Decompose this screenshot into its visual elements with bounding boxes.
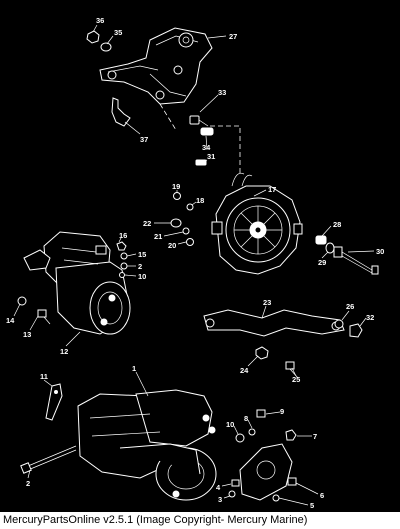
starter-nut-16[interactable]	[116, 241, 127, 251]
callout-23: 23	[263, 298, 271, 307]
callout-33: 33	[218, 88, 226, 97]
starter-nut-9[interactable]	[120, 262, 128, 270]
copyright-caption: MercuryPartsOnline v2.5.1 (Image Copyrig…	[0, 512, 400, 529]
callout-2: 2	[26, 479, 30, 488]
through-bolt-2[interactable]	[20, 445, 77, 474]
callout-16: 16	[119, 231, 127, 240]
terminal-nut-19[interactable]	[173, 192, 181, 200]
callout-1: 1	[132, 364, 136, 373]
bracket-nut-8[interactable]	[248, 428, 256, 436]
callout-36: 36	[96, 16, 104, 25]
callout-28: 28	[333, 220, 341, 229]
callout-14: 14	[6, 316, 15, 325]
callout-18: 18	[196, 196, 204, 205]
callout-5: 5	[310, 501, 314, 510]
callout-24: 24	[240, 366, 249, 375]
callout-3: 3	[218, 495, 222, 504]
starter-washer-14[interactable]	[17, 296, 27, 306]
leader-lines	[13, 24, 375, 506]
pivot-bolt-30[interactable]	[333, 246, 379, 275]
pivot-spacer-28[interactable]	[315, 235, 327, 245]
callout-20: 20	[168, 241, 176, 250]
callout-10: 10	[226, 420, 234, 429]
bracket-nut-7[interactable]	[285, 429, 297, 441]
bracket-bolt-9[interactable]	[256, 409, 266, 418]
callout-22: 22	[143, 219, 151, 228]
starter-bolt-13[interactable]	[37, 309, 51, 325]
strap-bolt-32[interactable]	[349, 323, 363, 338]
bracket-bolt-4[interactable]	[231, 479, 240, 487]
bracket-nut-36[interactable]	[86, 30, 100, 44]
bracket-washer-10[interactable]	[235, 433, 245, 443]
callout-11: 11	[40, 372, 48, 381]
callout-19: 19	[172, 182, 180, 191]
pivot-washer-29[interactable]	[325, 242, 335, 254]
callout-15: 15	[138, 250, 146, 259]
terminal-nut-22[interactable]	[170, 218, 182, 228]
alternator[interactable]	[211, 172, 303, 275]
shift-lever-11[interactable]	[45, 383, 63, 421]
strap-nut-24[interactable]	[255, 346, 269, 360]
callout-8: 8	[244, 414, 248, 423]
callout-34: 34	[202, 143, 211, 152]
callout-27: 27	[229, 32, 237, 41]
callout-7: 7	[313, 432, 317, 441]
strap-washer-26[interactable]	[334, 319, 344, 329]
callout-12: 12	[60, 347, 68, 356]
callout-17: 17	[268, 185, 276, 194]
bracket-clip-37[interactable]	[111, 97, 131, 127]
spacer-34[interactable]	[200, 127, 214, 136]
adjusting-strap[interactable]	[203, 309, 345, 337]
callout-9-upper: 2	[138, 262, 142, 271]
callout-30: 30	[376, 247, 384, 256]
starter-washer-15[interactable]	[120, 252, 128, 260]
strap-bolt-25[interactable]	[285, 361, 299, 379]
alternator-mounting-bracket[interactable]	[99, 27, 213, 105]
terminal-washer-20[interactable]	[186, 238, 194, 246]
callout-6: 6	[320, 491, 324, 500]
terminal-nut-21[interactable]	[182, 227, 190, 235]
terminal-washer-18[interactable]	[186, 203, 194, 211]
bracket-washer-35[interactable]	[100, 42, 112, 52]
callout-25: 25	[292, 375, 300, 384]
callout-37: 37	[140, 135, 148, 144]
callout-21: 21	[154, 232, 162, 241]
callout-35: 35	[114, 28, 122, 37]
stud-31[interactable]	[195, 159, 207, 166]
starter-motor-upper[interactable]	[23, 231, 131, 335]
starter-motor-lower[interactable]	[77, 389, 217, 501]
callout-8-upper: 10	[138, 272, 146, 281]
bracket-washer-3[interactable]	[228, 490, 236, 498]
callout-26: 26	[346, 302, 354, 311]
bracket-bolt-33[interactable]	[189, 115, 209, 127]
end-bracket-plate-6[interactable]	[239, 443, 293, 501]
bracket-bolt-6[interactable]	[287, 477, 297, 486]
exploded-parts-diagram: 36 35 27 33 37 34 31 17 19 18 22 21 20 2…	[6, 16, 384, 510]
starter-nut-8[interactable]	[119, 272, 125, 278]
callout-31: 31	[207, 152, 215, 161]
callout-numbers: 36 35 27 33 37 34 31 17 19 18 22 21 20 2…	[6, 16, 384, 510]
callout-32: 32	[366, 313, 374, 322]
bracket-washer-5[interactable]	[272, 494, 280, 502]
callout-13: 13	[23, 330, 31, 339]
callout-4: 4	[216, 483, 221, 492]
callout-29: 29	[318, 258, 326, 267]
callout-9: 9	[280, 407, 284, 416]
